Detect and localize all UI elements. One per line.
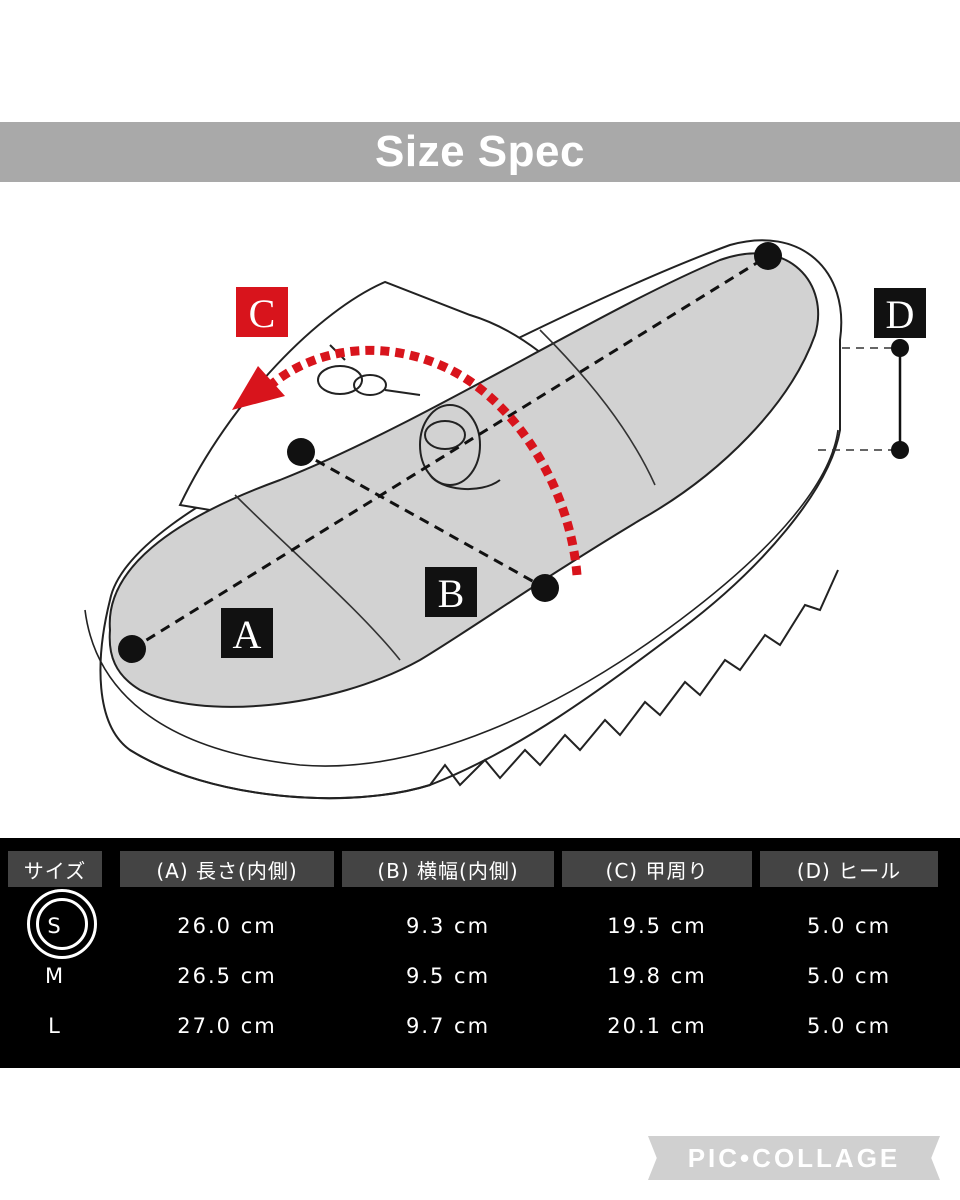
dot-d-top bbox=[891, 339, 909, 357]
header-size: サイズ bbox=[8, 851, 102, 887]
sandal-diagram: A B C D bbox=[84, 239, 926, 800]
header-heel: (D) ヒール bbox=[760, 851, 938, 887]
row-s-instep: 19.5 cm bbox=[607, 914, 707, 938]
row-s-width: 9.3 cm bbox=[405, 914, 491, 938]
tag-b: B bbox=[425, 567, 477, 617]
row-m-instep: 19.8 cm bbox=[607, 964, 707, 988]
tag-d-text: D bbox=[886, 292, 915, 337]
measure-line-b bbox=[300, 450, 546, 590]
dot-b-end bbox=[531, 574, 559, 602]
row-l-heel: 5.0 cm bbox=[806, 1014, 892, 1038]
tag-a: A bbox=[221, 608, 273, 658]
row-l-width: 9.7 cm bbox=[405, 1014, 491, 1038]
sole-midline bbox=[84, 429, 839, 767]
page-title: Size Spec bbox=[375, 127, 585, 176]
size-spec-table: サイズ (A) 長さ(内側) (B) 横幅(内側) (C) 甲周り (D) ヒー… bbox=[0, 838, 960, 1068]
tag-c-text: C bbox=[249, 291, 276, 336]
header-width: (B) 横幅(内側) bbox=[342, 851, 554, 887]
row-s-length: 26.0 cm bbox=[177, 914, 277, 938]
strap-seam-back bbox=[539, 329, 656, 486]
header-instep: (C) 甲周り bbox=[562, 851, 752, 887]
row-l-length: 27.0 cm bbox=[177, 1014, 277, 1038]
tag-c: C bbox=[236, 287, 288, 337]
measure-arc-c bbox=[261, 345, 582, 576]
watermark: PIC•COLLAGE bbox=[648, 1136, 940, 1180]
header-length: (A) 長さ(内側) bbox=[120, 851, 334, 887]
row-m-length: 26.5 cm bbox=[177, 964, 277, 988]
row-l-instep: 20.1 cm bbox=[607, 1014, 707, 1038]
sole-ridges bbox=[129, 569, 839, 800]
tag-d: D bbox=[874, 288, 926, 338]
row-s-heel: 5.0 cm bbox=[806, 914, 892, 938]
size-highlight-ring bbox=[27, 889, 97, 959]
dot-d-bottom bbox=[891, 441, 909, 459]
measure-line-a bbox=[131, 254, 769, 651]
row-l-size: L bbox=[48, 1014, 62, 1038]
row-m-heel: 5.0 cm bbox=[806, 964, 892, 988]
dot-b-start bbox=[287, 438, 315, 466]
row-m-width: 9.5 cm bbox=[405, 964, 491, 988]
tag-b-text: B bbox=[438, 571, 465, 616]
title-band: Size Spec bbox=[0, 122, 960, 182]
buckle-ornament bbox=[317, 344, 501, 491]
strap-seam-front bbox=[234, 494, 401, 661]
dot-a-start bbox=[118, 635, 146, 663]
row-m-size: M bbox=[44, 964, 66, 988]
dot-a-end bbox=[754, 242, 782, 270]
arrow-head-c bbox=[232, 366, 285, 410]
watermark-text: PIC•COLLAGE bbox=[687, 1142, 901, 1173]
tag-a-text: A bbox=[233, 612, 262, 657]
